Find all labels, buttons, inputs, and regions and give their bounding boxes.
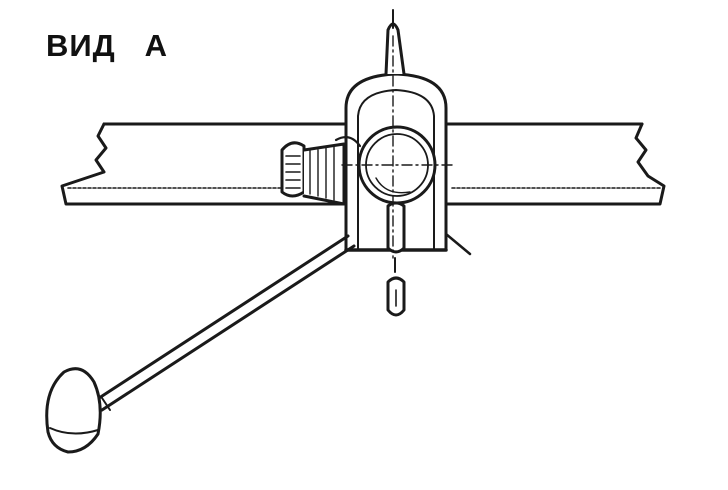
wing	[60, 122, 666, 206]
tail-wheel	[386, 257, 406, 317]
weight-bob	[45, 367, 102, 454]
top-fin	[384, 9, 406, 76]
right-strut	[444, 232, 472, 256]
centerlines	[341, 35, 457, 259]
control-arm	[94, 234, 356, 412]
lower-slot	[386, 201, 406, 254]
engine	[280, 135, 362, 206]
view-label: ВИД А	[46, 28, 168, 63]
